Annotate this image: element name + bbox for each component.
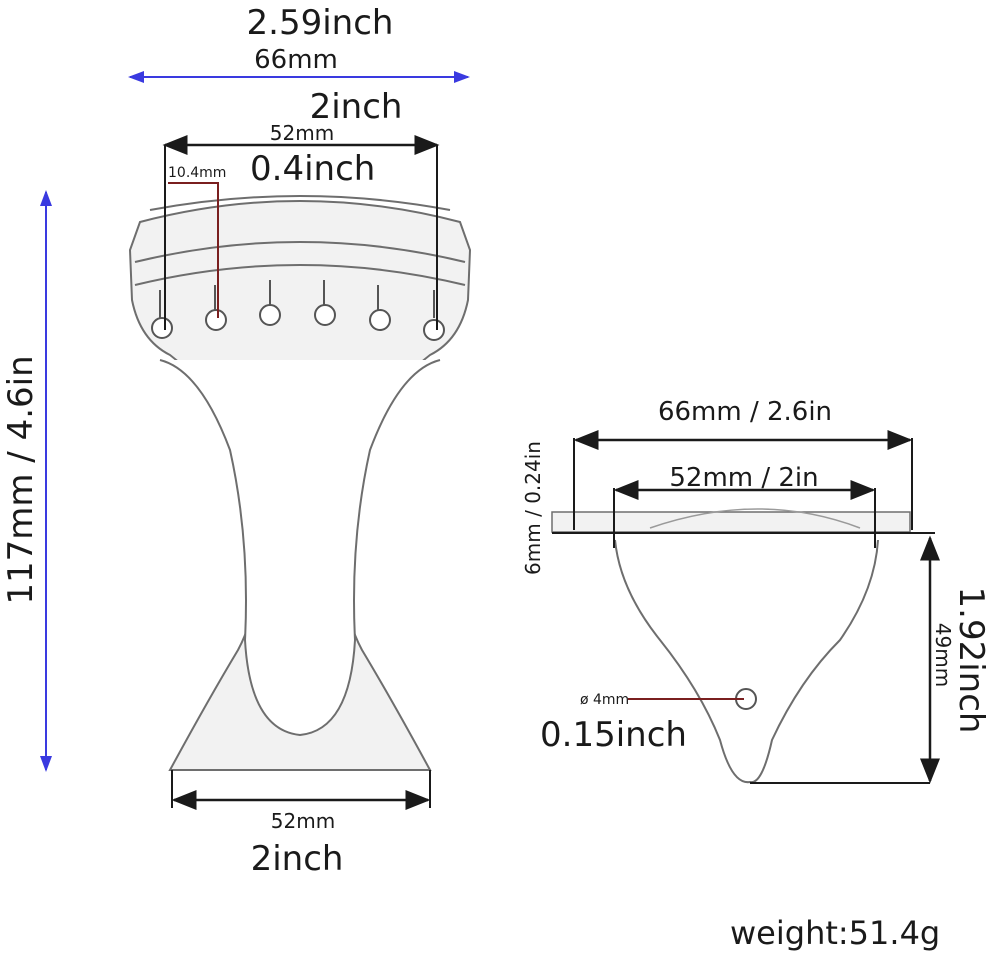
- side-view: 66mm / 2.6in 52mm / 2in 6mm / 0.24in 1.9…: [521, 397, 991, 784]
- hole-diameter-inch-label: 0.15inch: [540, 715, 687, 755]
- thickness-label: 6mm / 0.24in: [521, 441, 545, 575]
- bottom-width-inch-label: 2inch: [251, 839, 344, 879]
- center-slot: [159, 359, 441, 737]
- side-inner-width-label: 52mm / 2in: [669, 463, 818, 493]
- hole-spacing-leader: [168, 182, 219, 318]
- hole-diameter-mm-label: ø 4mm: [580, 692, 629, 708]
- bottom-width-mm-label: 52mm: [271, 809, 335, 833]
- top-width-inch-label: 2.59inch: [247, 3, 394, 43]
- height-label: 117mm / 4.6in: [1, 355, 41, 604]
- side-top-width-label: 66mm / 2.6in: [658, 397, 832, 427]
- side-plate: [551, 511, 911, 533]
- front-view: 2.59inch 66mm 2inch 52mm 10.4mm 0.4inch …: [1, 3, 472, 879]
- hole-span-inch-label: 2inch: [310, 87, 403, 127]
- string-holes: [151, 280, 445, 341]
- hole-span-mm-label: 52mm: [270, 121, 334, 145]
- top-width-mm-label: 66mm: [254, 45, 338, 75]
- side-height-inch-label: 1.92inch: [951, 587, 991, 734]
- hole-spacing-mm-label: 10.4mm: [168, 165, 226, 181]
- weight-label: weight:51.4g: [730, 914, 941, 952]
- side-height-mm-label: 49mm: [931, 623, 955, 687]
- hole-spacing-inch-label: 0.4inch: [250, 149, 375, 189]
